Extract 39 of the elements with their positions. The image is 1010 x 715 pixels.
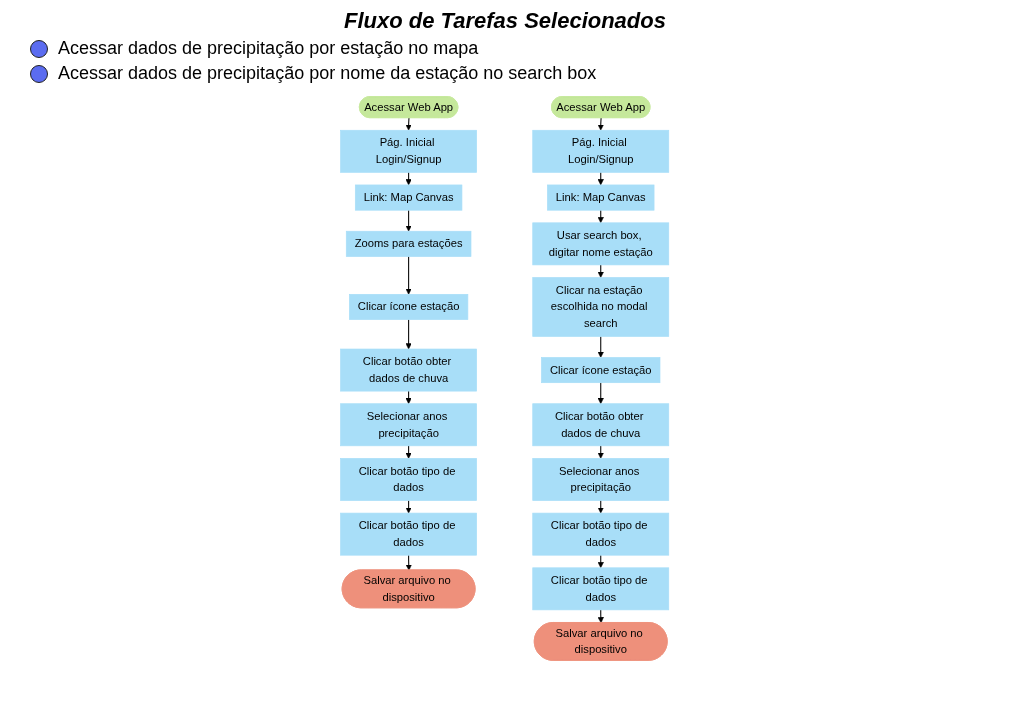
node-box: Pág. Inicial Login/Signup xyxy=(532,129,670,173)
node-box: Clicar ícone estação xyxy=(349,293,469,320)
arrow xyxy=(405,390,412,404)
node-box: Selecionar anos precipitação xyxy=(340,402,478,446)
arrow xyxy=(598,171,605,185)
section-heading: Acessar dados de precipitação por nome da estação no search box xyxy=(58,63,597,84)
arrow xyxy=(598,335,605,358)
arrow xyxy=(598,263,605,278)
arrow xyxy=(405,255,412,295)
arrow xyxy=(598,444,605,459)
arrow xyxy=(405,209,412,232)
node-box: Clicar botão obter dados de chuva xyxy=(340,348,478,391)
node-box: Clicar na estação escolhida no modal search xyxy=(532,276,670,337)
node-box: Link: Map Canvas xyxy=(355,184,463,211)
arrow xyxy=(598,209,605,223)
node-box: Link: Map Canvas xyxy=(547,184,655,211)
node-box: Zooms para estações xyxy=(346,230,472,257)
arrow xyxy=(405,499,412,513)
arrow xyxy=(405,171,412,185)
node-box: Clicar botão tipo de dados xyxy=(340,457,478,501)
arrow xyxy=(405,444,412,459)
arrow xyxy=(598,499,605,513)
node-box: Clicar botão tipo de dados xyxy=(532,512,670,556)
node-box: Clicar botão tipo de dados xyxy=(340,512,478,556)
arrow xyxy=(405,318,412,349)
section-heading: Acessar dados de precipitação por estação no mapa xyxy=(58,38,479,59)
arrow xyxy=(598,381,605,404)
node-box: Usar search box, digitar nome estação xyxy=(532,222,670,265)
node-box: Selecionar anos precipitação xyxy=(532,457,670,501)
node-box: Clicar ícone estação xyxy=(541,356,661,383)
arrow xyxy=(598,554,605,568)
node-box: Pág. Inicial Login/Signup xyxy=(340,129,478,173)
arrow xyxy=(598,117,605,131)
arrow xyxy=(405,117,412,131)
node-box: Clicar botão tipo de dados xyxy=(532,566,670,610)
node-box: Clicar botão obter dados de chuva xyxy=(532,402,670,446)
arrow xyxy=(598,608,605,623)
title: Fluxo de Tarefas Selecionados xyxy=(343,8,667,34)
arrow xyxy=(406,554,413,571)
